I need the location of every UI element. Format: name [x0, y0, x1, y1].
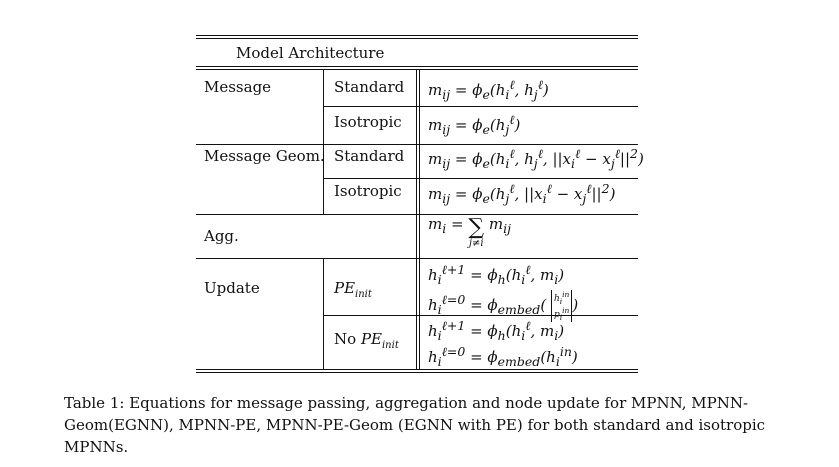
rule-row2	[196, 144, 638, 145]
rule-col-1	[323, 70, 324, 214]
rule-top-2	[196, 38, 638, 39]
rule-top-1	[196, 35, 638, 36]
equation-message-standard: mij = ϕe(hiℓ, hjℓ)	[428, 77, 549, 102]
sub-no-pe-init: No PEinit	[334, 330, 399, 351]
sub-standard: Standard	[334, 78, 405, 96]
rule-row4	[196, 214, 638, 215]
equation-message-isotropic: mij = ϕe(hjℓ)	[428, 112, 521, 137]
equation-aggregation: mi = ∑ j≠i mij	[428, 215, 511, 249]
rule-col-1b	[323, 258, 324, 370]
sub-pe-init: PEinit	[334, 279, 372, 300]
rule-row3	[324, 178, 638, 179]
sub-isotropic: Isotropic	[334, 113, 402, 131]
sub-isotropic-geom: Isotropic	[334, 182, 402, 200]
rule-bottom-2	[196, 372, 638, 373]
group-update: Update	[204, 279, 260, 297]
table-caption: Table 1: Equations for message passing, …	[64, 394, 766, 456]
group-message: Message	[204, 78, 272, 96]
rule-head-1	[196, 66, 638, 67]
rule-row5	[196, 258, 638, 259]
rule-row6	[324, 315, 638, 316]
sub-standard-geom: Standard	[334, 147, 405, 165]
equation-message-geom-standard: mij = ϕe(hiℓ, hjℓ, ||xiℓ − xjℓ||2)	[428, 146, 644, 171]
equation-update-pe-1: hiℓ+1 = ϕh(hiℓ, mi)	[428, 262, 565, 287]
equation-update-nope-2: hiℓ=0 = ϕembed(hiin)	[428, 344, 578, 369]
equation-update-nope-1: hiℓ+1 = ϕh(hiℓ, mi)	[428, 318, 565, 343]
group-message-geom: Message Geom.	[204, 147, 325, 165]
rule-col-2a	[416, 70, 417, 370]
rule-row1	[324, 106, 638, 107]
rule-bottom-1	[196, 369, 638, 370]
rule-col-2b	[419, 70, 420, 370]
equation-message-geom-isotropic: mij = ϕe(hjℓ, ||xiℓ − xjℓ||2)	[428, 181, 616, 206]
rule-head-2	[196, 69, 638, 70]
table-header: Model Architecture	[236, 44, 385, 62]
group-agg: Agg.	[204, 227, 239, 245]
